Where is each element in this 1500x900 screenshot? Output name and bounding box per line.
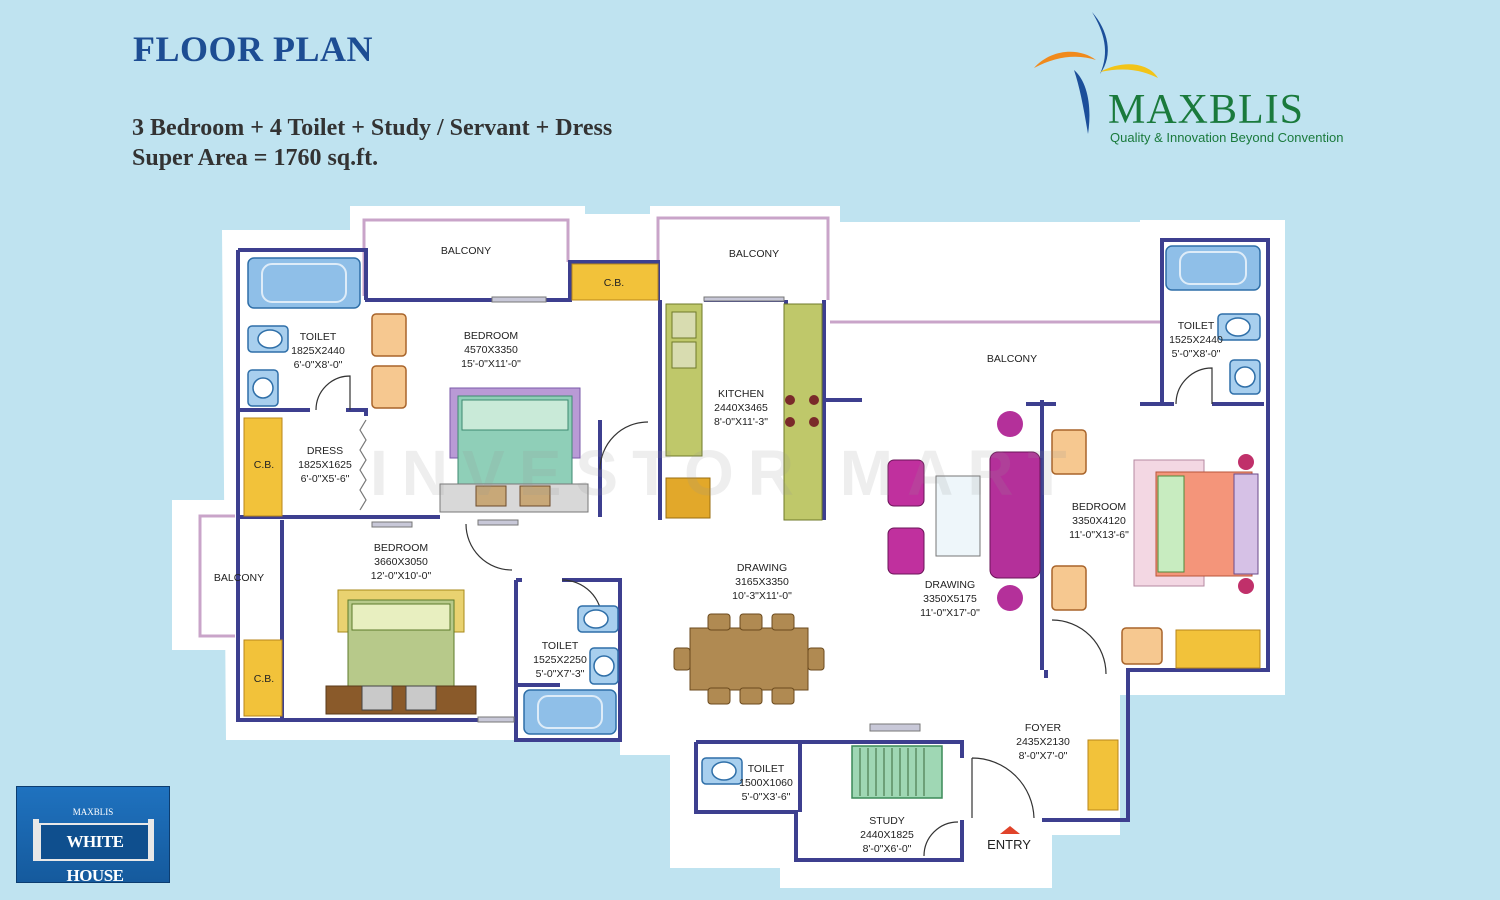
brand-tagline: Quality & Innovation Beyond Convention xyxy=(1110,130,1344,145)
bathtubs xyxy=(247,245,1261,799)
label-balcony-right: BALCONY xyxy=(986,353,1038,365)
super-area: Super Area = 1760 sq.ft. xyxy=(132,145,379,171)
badge-pillar-left xyxy=(33,819,39,861)
bathtub-top-left xyxy=(247,257,361,309)
brand-name: MAXBLIS xyxy=(1108,87,1305,133)
badge-pillar-right xyxy=(148,819,154,861)
dining-table xyxy=(673,613,825,705)
watermark: INVESTOR MART xyxy=(370,437,1081,509)
armchairs xyxy=(371,313,1163,665)
badge-project-name: WHITE HOUSE xyxy=(39,823,151,885)
balcony-railings xyxy=(198,216,1160,638)
kitchen-counters xyxy=(665,303,823,521)
label-cb-dress: C.B. xyxy=(253,459,275,471)
project-badge: MAXBLIS WHITE HOUSE xyxy=(16,786,170,885)
fridge xyxy=(665,477,711,519)
bed-bottom-left xyxy=(325,589,477,715)
cupboard-dress xyxy=(243,417,283,517)
badge-brand: MAXBLIS xyxy=(72,807,114,817)
counter-right xyxy=(783,303,823,521)
label-balcony-left: BALCONY xyxy=(213,572,265,584)
label-entry: ENTRY xyxy=(987,837,1031,852)
door-swings xyxy=(315,367,1213,857)
label-balcony-top-mid: BALCONY xyxy=(728,248,780,260)
cooking-hob xyxy=(785,395,819,427)
living-furniture xyxy=(887,411,1041,611)
cupboard-top xyxy=(571,263,659,301)
cupboard-bottom-left xyxy=(243,639,283,717)
windows xyxy=(371,296,921,732)
label-balcony-top-left: BALCONY xyxy=(440,245,492,257)
bathtub-top-right xyxy=(1165,245,1261,291)
cupboards xyxy=(243,263,1261,811)
bed-top xyxy=(439,387,589,513)
study-shelves xyxy=(859,748,925,796)
maxblis-logo-icon xyxy=(1034,12,1158,134)
page-title: FLOOR PLAN xyxy=(133,29,374,69)
label-cb-bottom: C.B. xyxy=(253,673,275,685)
wardrobe-right xyxy=(1175,629,1261,669)
bed-right xyxy=(1133,454,1259,594)
unit-configuration: 3 Bedroom + 4 Toilet + Study / Servant +… xyxy=(132,115,613,141)
entry-arrow-icon xyxy=(1000,826,1020,834)
study-desk xyxy=(851,745,943,799)
label-cb-top: C.B. xyxy=(603,277,625,289)
foyer-cabinet xyxy=(1087,739,1119,811)
sanitary-fixtures xyxy=(247,313,1261,785)
dress-partition xyxy=(359,419,367,511)
bathtub-middle xyxy=(523,689,617,735)
